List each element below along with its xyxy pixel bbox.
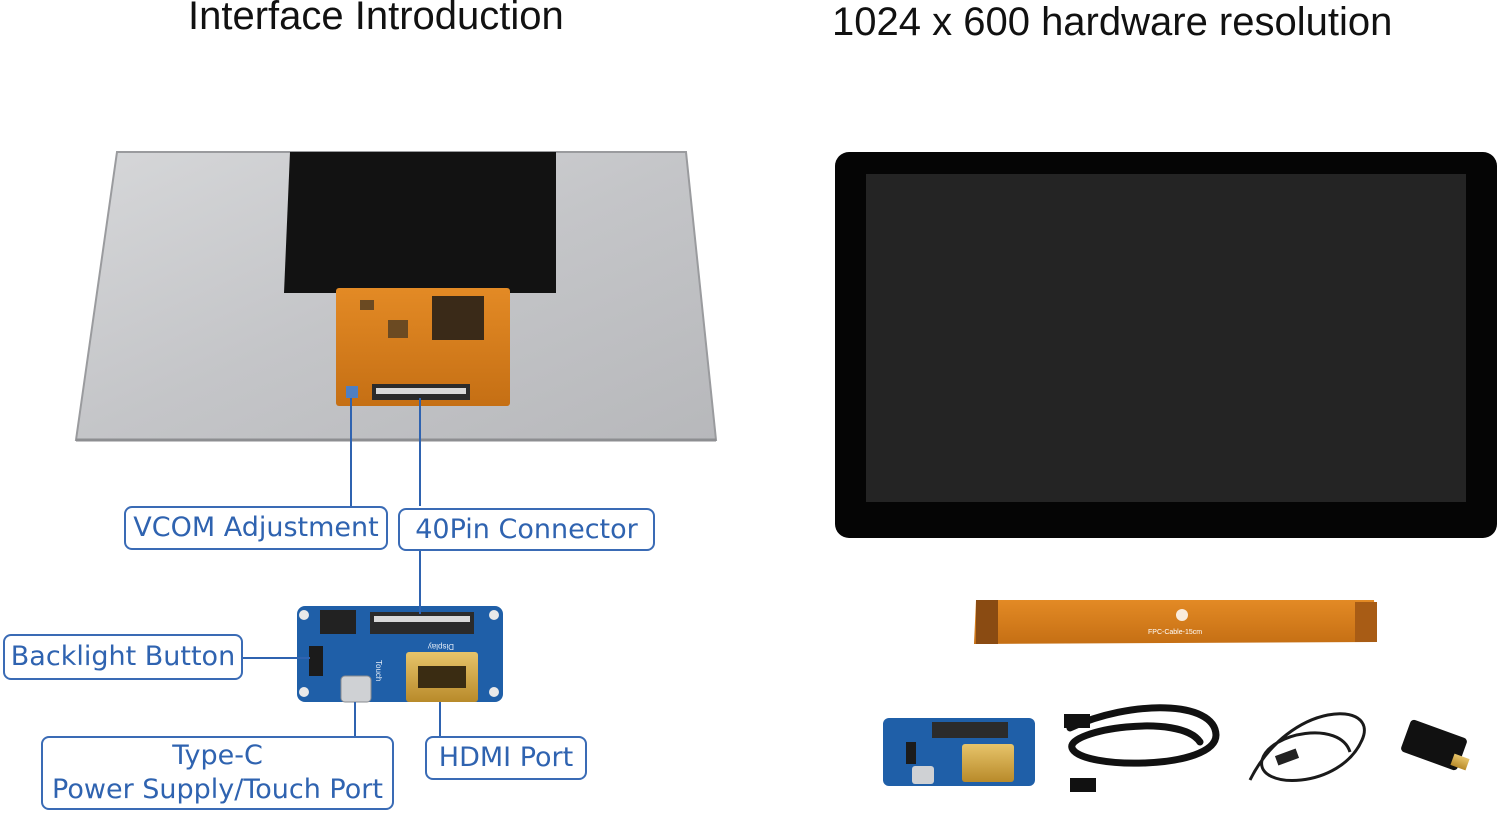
type-c-port bbox=[340, 675, 372, 703]
silkscreen-display: Display bbox=[428, 642, 454, 651]
black-tape bbox=[284, 152, 556, 293]
heading-hardware-resolution: 1024 x 600 hardware resolution bbox=[832, 0, 1393, 44]
heading-interface-introduction: Interface Introduction bbox=[188, 0, 564, 38]
callout-vcom-adjustment: VCOM Adjustment bbox=[124, 506, 388, 550]
hdmi-cable-icon bbox=[1064, 704, 1220, 792]
fpc-cable bbox=[974, 600, 1377, 644]
hdmi-adapter-board bbox=[297, 606, 503, 703]
backlight-switch bbox=[309, 646, 323, 676]
callout-hdmi-port: HDMI Port bbox=[425, 736, 587, 780]
display-active-area bbox=[866, 174, 1466, 502]
hdmi-adapter-plug bbox=[1401, 719, 1470, 771]
vcom-potentiometer bbox=[346, 386, 358, 398]
adapter-board-small bbox=[883, 718, 1035, 786]
callout-type-c-line2: Power Supply/Touch Port bbox=[52, 774, 383, 805]
callout-type-c-port: Type-C Power Supply/Touch Port bbox=[41, 736, 394, 810]
leader-lines bbox=[242, 398, 441, 736]
adapter-fpc-connector bbox=[370, 612, 474, 634]
callout-backlight-button: Backlight Button bbox=[3, 634, 243, 680]
cable-print-text: FPC-Cable-15cm bbox=[1148, 629, 1202, 636]
pin-header bbox=[320, 610, 356, 634]
callout-type-c-line1: Type-C bbox=[172, 740, 263, 771]
usb-cable-icon bbox=[1248, 712, 1366, 782]
silkscreen-touch: Touch bbox=[374, 660, 383, 681]
display-front bbox=[835, 152, 1497, 538]
lcd-panel-back bbox=[74, 151, 718, 442]
callout-40pin-connector: 40Pin Connector bbox=[398, 508, 655, 551]
